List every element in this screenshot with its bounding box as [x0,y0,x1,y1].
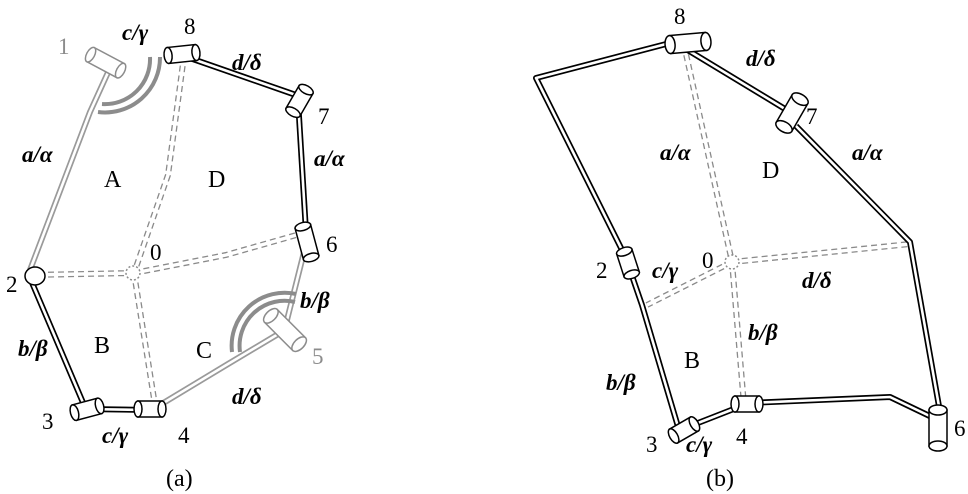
param-d-delta-top: d/δ [232,50,262,75]
panel-b-solid-links [533,40,943,433]
param-c-gamma-top: c/γ [122,20,149,45]
joint-7 [775,92,809,134]
param-d-delta-top: d/δ [746,46,776,71]
joint-6 [928,404,948,452]
panel-a-angle-arcs [97,56,297,353]
joint-4 [730,395,764,413]
face-D-label: D [762,158,779,184]
param-b-beta-center: b/β [748,320,778,345]
panel-a-joints [24,43,320,422]
joint-8 [664,31,712,55]
param-c-gamma-mid: c/γ [652,258,679,283]
node-3-label: 3 [646,432,658,457]
panel-a-dashed-links [29,55,301,406]
node-0-label: 0 [150,240,162,265]
panel-b-dashed-links [645,44,911,406]
param-d-delta-mid: d/δ [802,268,832,293]
joint-7 [285,83,314,119]
joint-0 [125,265,141,281]
param-b-beta-left: b/β [18,336,48,361]
param-c-gamma-bottom: c/γ [686,432,713,457]
face-C-label: C [196,338,212,364]
param-a-alpha-center: a/α [660,140,692,165]
param-b-beta-left: b/β [606,370,636,395]
face-A-label: A [104,167,122,193]
joint-5 [262,307,308,353]
panel-a-grey-links [27,66,308,408]
node-8-label: 8 [674,4,686,29]
panel-b-joints [615,31,948,452]
joint-6 [294,221,320,263]
panel-a-solid-links [27,53,309,413]
node-3-label: 3 [42,409,54,434]
joint-0 [724,254,740,270]
face-B-label: B [684,348,700,374]
node-2-label: 2 [596,258,608,283]
node-6-label: 6 [326,232,338,257]
param-a-alpha-left: a/α [22,142,54,167]
param-d-delta-bottom: d/δ [232,384,262,409]
node-4-label: 4 [178,423,190,448]
node-5-label: 5 [312,344,324,369]
joint-3 [667,416,701,444]
panel-a-caption: (a) [166,466,193,492]
param-a-alpha-right: a/α [852,140,884,165]
joint-2 [615,246,641,280]
panel-a: 1 8 7 6 2 0 5 3 4 A D B C c/γ d/δ a/α a/… [6,14,346,492]
node-8-label: 8 [184,14,196,39]
joint-1 [84,46,127,79]
joint-8 [163,43,201,65]
node-0-label: 0 [702,248,714,273]
face-B-label: B [94,333,110,359]
param-c-gamma-bottom: c/γ [102,423,129,448]
node-2-label: 2 [6,272,18,297]
node-4-label: 4 [736,424,748,449]
face-D-label: D [208,167,225,193]
joint-3 [69,397,105,422]
node-7-label: 7 [806,104,818,129]
node-7-label: 7 [318,104,330,129]
joint-2 [24,266,46,286]
param-a-alpha-right: a/α [314,146,346,171]
panel-b: 8 7 2 0 3 4 6 D B d/δ a/α a/α c/γ d/δ b/… [533,4,966,492]
node-6-label: 6 [954,416,966,441]
param-b-beta-right: b/β [300,288,330,313]
joint-4 [133,400,167,418]
node-1-label: 1 [58,34,70,59]
panel-b-caption: (b) [706,466,734,492]
